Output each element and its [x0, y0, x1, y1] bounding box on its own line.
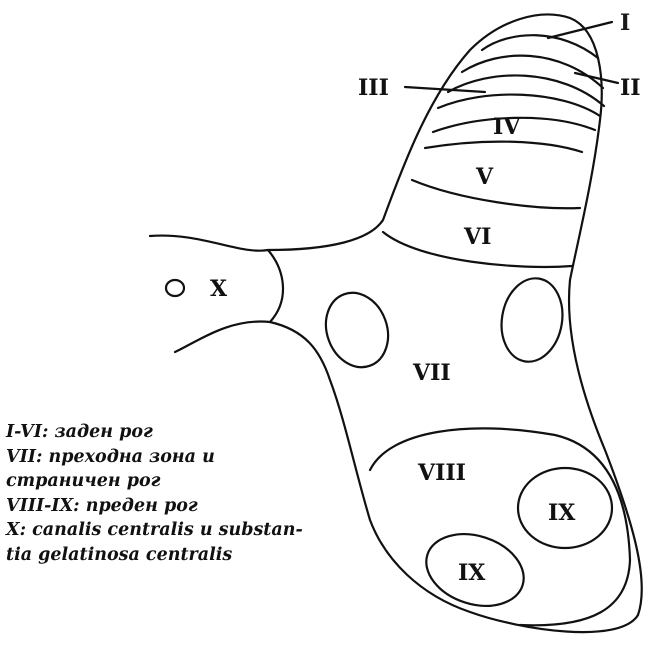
lamina-ii-boundary [462, 56, 603, 88]
label-lamina-i: I [620, 10, 630, 36]
legend: I-VI: заден рог VII: преходна зона и стр… [6, 420, 351, 567]
label-lamina-v: V [475, 164, 494, 190]
label-lamina-iv: IV [493, 114, 521, 140]
lamina-viii-boundary [370, 428, 630, 625]
label-lamina-x: X [210, 276, 228, 302]
lamina-iii-lower-boundary [438, 95, 600, 116]
canalis-centralis-circle [166, 280, 184, 296]
lamina-v-boundary [425, 142, 582, 152]
legend-line-2: VII: преходна зона и [6, 445, 351, 470]
legend-line-6: tia gelatinosa centralis [6, 543, 351, 568]
label-lamina-vii: VII [412, 360, 451, 386]
legend-line-3: страничен рог [6, 469, 351, 494]
legend-line-4: VIII-IX: преден рог [6, 494, 351, 519]
lamina-x-boundary [268, 250, 283, 322]
lamina-vii-oval-left [316, 284, 398, 376]
legend-line-5: X: canalis centralis и substan- [6, 518, 351, 543]
legend-line-1: I-VI: заден рог [6, 420, 351, 445]
lamina-vii-oval-right [495, 273, 569, 366]
label-lamina-viii: VIII [417, 460, 466, 486]
lamina-i-boundary [482, 35, 598, 58]
leader-line-iii [405, 87, 485, 92]
label-lamina-ii: II [620, 75, 641, 101]
label-lamina-iii: III [358, 75, 389, 101]
label-lamina-vi: VI [463, 224, 491, 250]
label-lamina-ix-right: IX [548, 500, 576, 526]
label-lamina-ix-left: IX [458, 560, 486, 586]
lamina-vi-boundary [412, 180, 580, 208]
